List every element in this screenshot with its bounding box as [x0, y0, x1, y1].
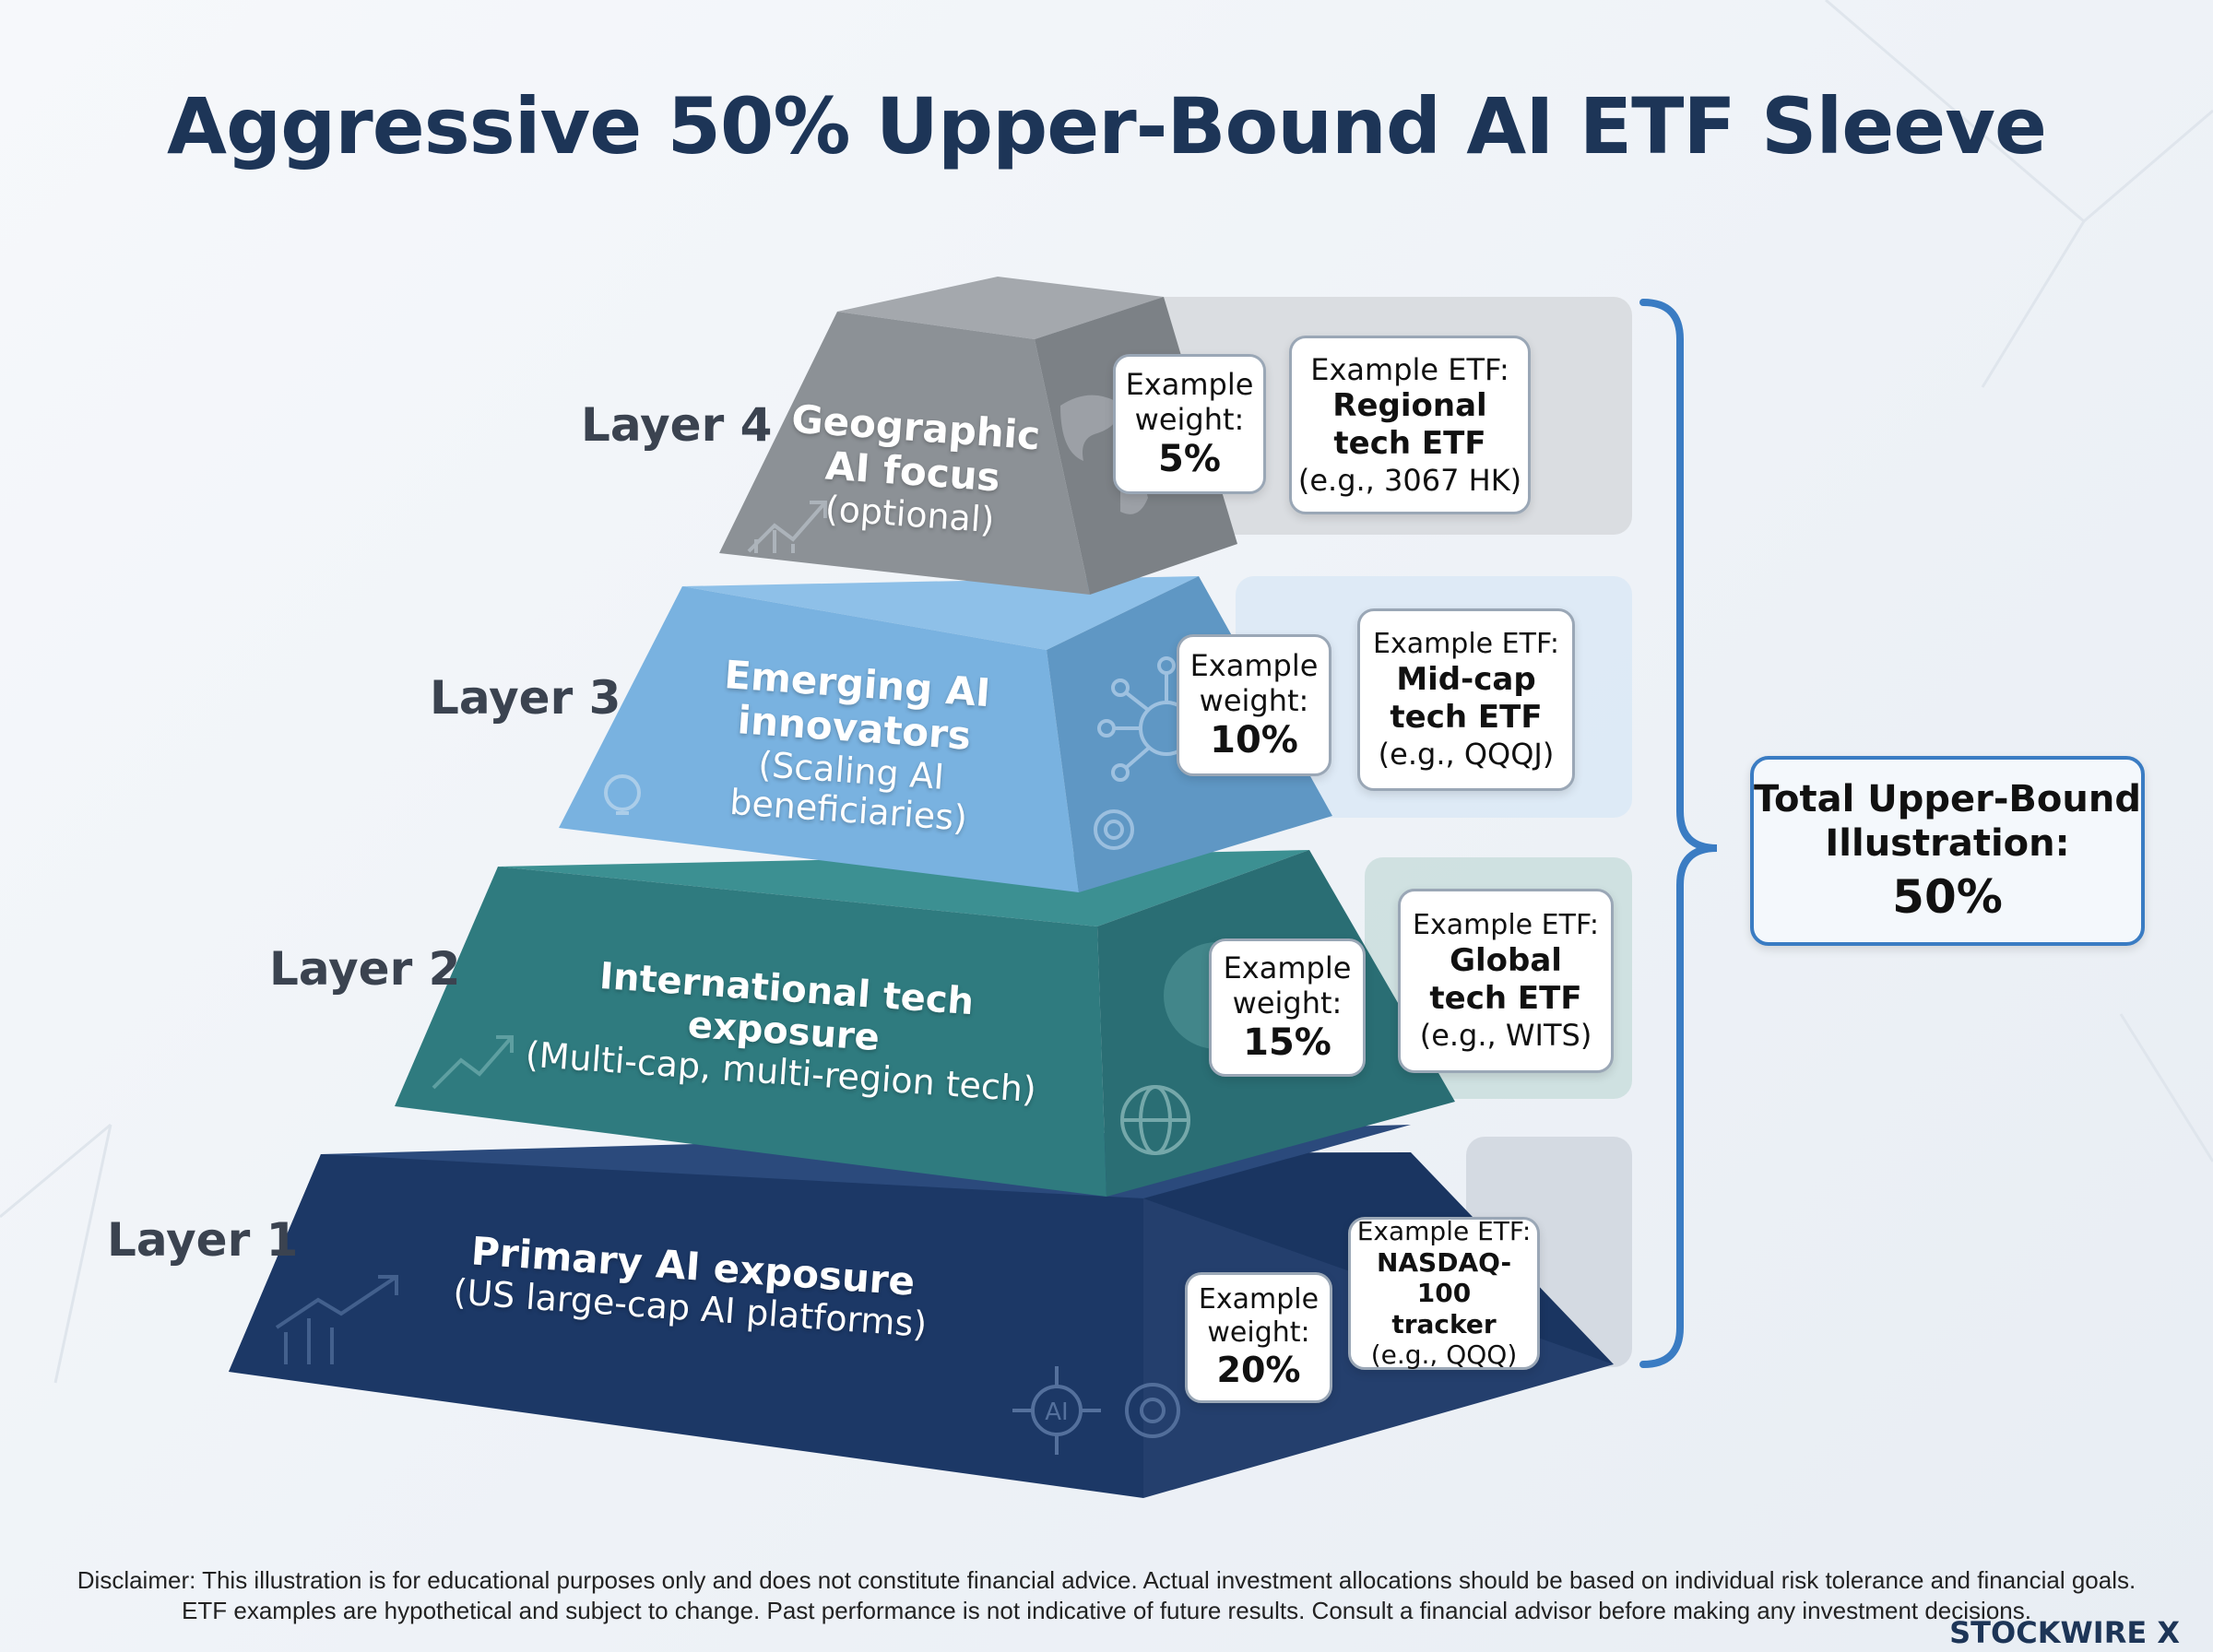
layer3-etf-name-2: tech ETF [1390, 698, 1543, 736]
layer1-etf-label: Example ETF: [1356, 1216, 1532, 1247]
layer4-weight-label-2: weight: [1134, 402, 1245, 437]
layer2-face [395, 867, 1106, 1197]
layer3-etf-name-1: Mid-cap [1396, 661, 1536, 698]
layer1-etf-example: (e.g., QQQ) [1370, 1339, 1518, 1371]
layer3-etf-example: (e.g., QQQJ) [1378, 736, 1555, 772]
brand-logo: STOCKWIRE X [1949, 1615, 2180, 1650]
chart-arrow-icon-layer2 [432, 1035, 514, 1090]
ai-chip-icon: AI [1012, 1366, 1101, 1455]
layer1-etf-name-1: NASDAQ-100 [1376, 1246, 1512, 1309]
disclaimer: Disclaimer: This illustration is for edu… [0, 1565, 2213, 1625]
layer2-weight-label-1: Example [1223, 950, 1352, 985]
layer3-weight-box: Example weight: 10% [1177, 634, 1331, 776]
layer2-weight-box: Example weight: 15% [1209, 938, 1366, 1077]
layer4-etf-label: Example ETF: [1310, 351, 1509, 387]
gear-icon-layer1 [1125, 1383, 1180, 1438]
svg-text:AI: AI [1045, 1398, 1068, 1426]
layer3-top-edge [682, 576, 1199, 650]
layer1-weight-value: 20% [1216, 1350, 1301, 1391]
layer4-etf-box: Example ETF: Regional tech ETF (e.g., 30… [1289, 336, 1531, 514]
layer4-name: Geographic AI focus (optional) [770, 396, 1055, 545]
total-box: Total Upper-Bound Illustration: 50% [1750, 756, 2145, 946]
total-line2: Illustration: [1825, 822, 2070, 865]
globe-icon-layer2 [1120, 1085, 1190, 1155]
layer3-etf-label: Example ETF: [1372, 628, 1559, 660]
total-line1: Total Upper-Bound [1754, 778, 2141, 820]
layer4-face [719, 312, 1090, 595]
disclaimer-line1: Disclaimer: This illustration is for edu… [77, 1566, 2136, 1594]
layer2-etf-box: Example ETF: Global tech ETF (e.g., WITS… [1398, 889, 1614, 1073]
total-value: 50% [1892, 870, 2003, 924]
layer1-weight-box: Example weight: 20% [1185, 1272, 1332, 1403]
gear-icon-layer3 [1094, 809, 1134, 850]
layer1-face [229, 1154, 1143, 1498]
layer1-weight-label-1: Example [1198, 1283, 1320, 1316]
layer2-etf-name-1: Global [1450, 942, 1562, 979]
layer4-top-face [837, 277, 1164, 339]
layer1-label: Layer 1 [107, 1213, 299, 1267]
layer4-weight-value: 5% [1158, 438, 1221, 481]
layer3-weight-label-2: weight: [1199, 683, 1309, 718]
layer3-label-text: Layer 3 [430, 671, 621, 725]
background-lines [0, 0, 2213, 1384]
layer2-etf-example: (e.g., WITS) [1419, 1017, 1592, 1053]
chart-arrow-icon [747, 501, 827, 553]
page-title: Aggressive 50% Upper-Bound AI ETF Sleeve [167, 81, 2047, 171]
layer2-label: Layer 2 [269, 942, 461, 996]
layer3-name: Emerging AI innovators (Scaling AI benef… [631, 647, 1075, 846]
layer4-etf-name-2: tech ETF [1333, 425, 1486, 462]
layer2-etf-label: Example ETF: [1412, 909, 1599, 941]
layer3-etf-box: Example ETF: Mid-cap tech ETF (e.g., QQQ… [1357, 608, 1575, 791]
disclaimer-line2: ETF examples are hypothetical and subjec… [182, 1596, 2031, 1624]
layer4-weight-box: Example weight: 5% [1113, 354, 1266, 494]
layer2-weight-value: 15% [1243, 1021, 1331, 1065]
layer4-etf-example: (e.g., 3067 HK) [1297, 462, 1522, 498]
layer4-etf-name-1: Regional [1332, 387, 1487, 425]
layer3-weight-label-1: Example [1189, 647, 1319, 683]
layer3-face [559, 586, 1079, 892]
layer1-etf-name-2: tracker [1391, 1308, 1497, 1339]
small-bulb-icon [604, 774, 641, 815]
chart-arrow-icon-layer1 [275, 1275, 398, 1364]
total-bracket [1639, 299, 1718, 1368]
layer4-weight-label-1: Example [1125, 366, 1254, 402]
layer4-label: Layer 4 [581, 398, 773, 452]
layer3-weight-value: 10% [1210, 719, 1298, 762]
layer1-weight-label-2: weight: [1207, 1316, 1310, 1350]
layer1-etf-box: Example ETF: NASDAQ-100 tracker (e.g., Q… [1348, 1216, 1540, 1371]
layer2-weight-label-2: weight: [1232, 985, 1343, 1021]
layer2-etf-name-2: tech ETF [1429, 979, 1582, 1017]
